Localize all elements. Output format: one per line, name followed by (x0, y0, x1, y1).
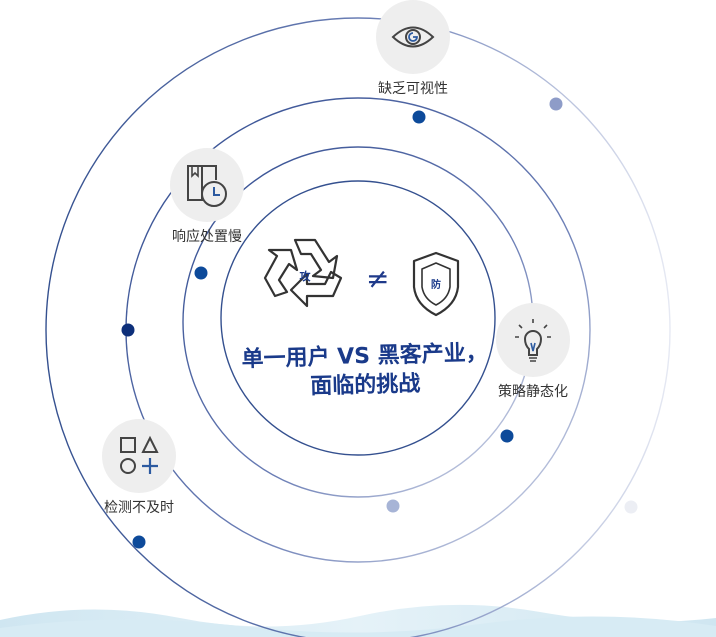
feature-icon-bg (102, 419, 176, 493)
orbit-dot (549, 97, 563, 111)
orbit-dot (194, 266, 208, 280)
feature-label: 响应处置慢 (172, 229, 242, 245)
orbit-ring-1 (220, 180, 496, 456)
orbit-dot (624, 500, 638, 514)
recycle-attack-icon (263, 238, 343, 308)
feature-icon-bg (496, 303, 570, 377)
orbit-dot (386, 499, 400, 513)
not-equal-sign: ≠ (366, 262, 390, 295)
orbit-dot (412, 110, 426, 124)
feature-label: 检测不及时 (104, 500, 174, 516)
feature-response: 响应处置慢 (160, 148, 254, 246)
center-title: 单一用户 VS 黑客产业， 面临的挑战 (214, 338, 515, 404)
defense-glyph: 防 (431, 278, 441, 291)
orbit-dot (121, 323, 135, 337)
feature-detection: 检测不及时 (84, 419, 194, 517)
feature-label: 缺乏可视性 (378, 81, 448, 97)
orbit-ring-4 (45, 17, 671, 637)
orbit-dot (500, 429, 514, 443)
feature-icon-bg (170, 148, 244, 222)
eye-icon (391, 26, 435, 48)
lightbulb-icon (515, 319, 551, 362)
book-clock-icon (187, 165, 227, 207)
feature-policy: 策略静态化 (486, 303, 580, 401)
orbit-dot (132, 535, 146, 549)
bottom-wave-2 (0, 616, 716, 637)
feature-label: 策略静态化 (498, 384, 568, 400)
shield-defense-icon (412, 251, 460, 317)
feature-visibility: 缺乏可视性 (366, 0, 460, 98)
shapes-icon (120, 435, 159, 474)
feature-icon-bg (376, 0, 450, 74)
attack-glyph: 攻 (300, 269, 312, 283)
